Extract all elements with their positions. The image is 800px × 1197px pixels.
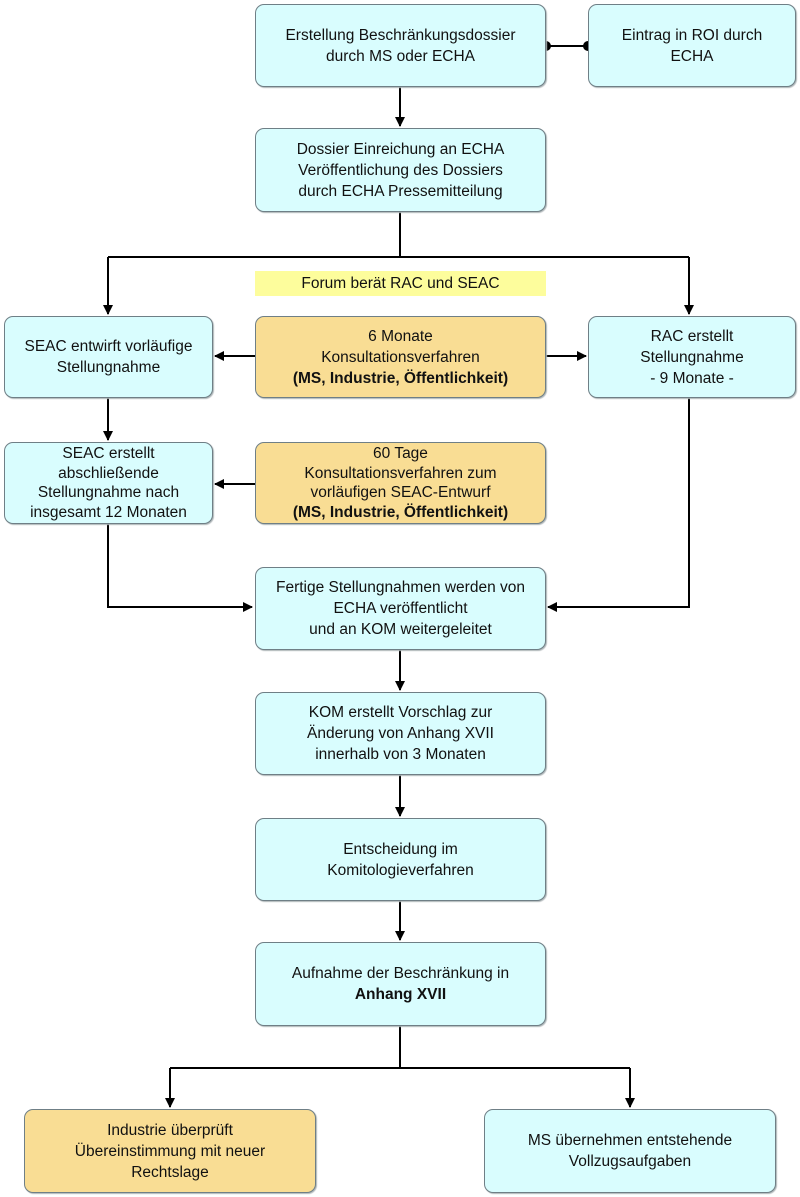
node-text: Entscheidung im bbox=[343, 840, 458, 858]
node-published: Fertige Stellungnahmen werden von ECHA v… bbox=[255, 567, 546, 650]
node-text: Rechtslage bbox=[131, 1163, 209, 1181]
node-text: Komitologieverfahren bbox=[327, 861, 474, 879]
note-text: Forum berät RAC und SEAC bbox=[301, 274, 500, 292]
node-ms-tasks: MS übernehmen entstehende Vollzugsaufgab… bbox=[484, 1109, 776, 1193]
node-decision: Entscheidung im Komitologieverfahren bbox=[255, 818, 546, 901]
node-roi: Eintrag in ROI durch ECHA bbox=[588, 4, 796, 87]
node-text-bold: (MS, Industrie, Öffentlichkeit) bbox=[292, 369, 509, 387]
node-text: ECHA veröffentlicht bbox=[333, 600, 468, 617]
node-text: Konsultationsverfahren bbox=[321, 348, 480, 366]
node-kom-proposal: KOM erstellt Vorschlag zur Änderung von … bbox=[255, 692, 546, 775]
node-seac-final: SEAC erstellt abschließende Stellungnahm… bbox=[4, 442, 213, 524]
node-text: durch MS oder ECHA bbox=[325, 47, 476, 65]
node-text: Stellungnahme bbox=[56, 359, 161, 376]
edge-rac-published bbox=[547, 398, 690, 612]
node-text-bold: (MS, Industrie, Öffentlichkeit) bbox=[292, 503, 509, 521]
node-text: Industrie überprüft bbox=[107, 1121, 233, 1139]
edge-seacfinal-published bbox=[107, 524, 253, 612]
node-text: Vollzugsaufgaben bbox=[568, 1153, 692, 1170]
node-consultation-60d: 60 Tage Konsultationsverfahren zum vorlä… bbox=[255, 442, 546, 524]
node-dossier: Erstellung Beschränkungsdossier durch MS… bbox=[255, 4, 546, 87]
node-text: KOM erstellt Vorschlag zur bbox=[308, 704, 493, 721]
node-text: Veröffentlichung des Dossiers bbox=[298, 161, 503, 179]
node-text: Konsultationsverfahren zum bbox=[304, 464, 497, 482]
node-rac: RAC erstellt Stellungnahme - 9 Monate - bbox=[588, 316, 796, 398]
node-text: Änderung von Anhang XVII bbox=[306, 725, 494, 742]
node-text: abschließende bbox=[58, 464, 159, 482]
node-text: Dossier Einreichung an ECHA bbox=[296, 140, 505, 158]
node-text-bold: Anhang XVII bbox=[354, 986, 447, 1003]
node-text: Aufnahme der Beschränkung in bbox=[291, 965, 510, 982]
node-text: Fertige Stellungnahmen werden von bbox=[275, 579, 525, 596]
node-text: innerhalb von 3 Monaten bbox=[315, 746, 486, 763]
node-text: Stellungnahme nach bbox=[37, 484, 180, 501]
node-text: Eintrag in ROI durch bbox=[621, 26, 763, 44]
node-text: 6 Monate bbox=[368, 327, 433, 345]
node-text: - 9 Monate - bbox=[650, 369, 734, 387]
node-inclusion: Aufnahme der Beschränkung in Anhang XVII bbox=[255, 942, 546, 1026]
node-text: SEAC erstellt bbox=[62, 445, 155, 462]
node-industry-check: Industrie überprüft Übereinstimmung mit … bbox=[24, 1109, 316, 1193]
node-seac-draft: SEAC entwirft vorläufige Stellungnahme bbox=[4, 316, 213, 398]
node-submission: Dossier Einreichung an ECHA Veröffentlic… bbox=[255, 128, 546, 212]
node-text: MS übernehmen entstehende bbox=[527, 1132, 733, 1149]
node-text: SEAC entwirft vorläufige bbox=[24, 338, 193, 355]
node-text: 60 Tage bbox=[373, 445, 428, 462]
node-text: RAC erstellt bbox=[650, 327, 734, 345]
forum-note: Forum berät RAC und SEAC bbox=[255, 271, 546, 296]
node-text: und an KOM weitergeleitet bbox=[309, 621, 492, 638]
node-text: durch ECHA Pressemitteilung bbox=[298, 182, 503, 200]
node-text: Übereinstimmung mit neuer bbox=[74, 1142, 266, 1160]
node-text: insgesamt 12 Monaten bbox=[30, 503, 187, 521]
node-text: Erstellung Beschränkungsdossier bbox=[285, 26, 516, 44]
node-consultation-6m: 6 Monate Konsultationsverfahren (MS, Ind… bbox=[255, 316, 546, 398]
node-text: Stellungnahme bbox=[640, 348, 744, 366]
node-text: ECHA bbox=[670, 47, 714, 65]
node-text: vorläufigen SEAC-Entwurf bbox=[310, 484, 491, 501]
